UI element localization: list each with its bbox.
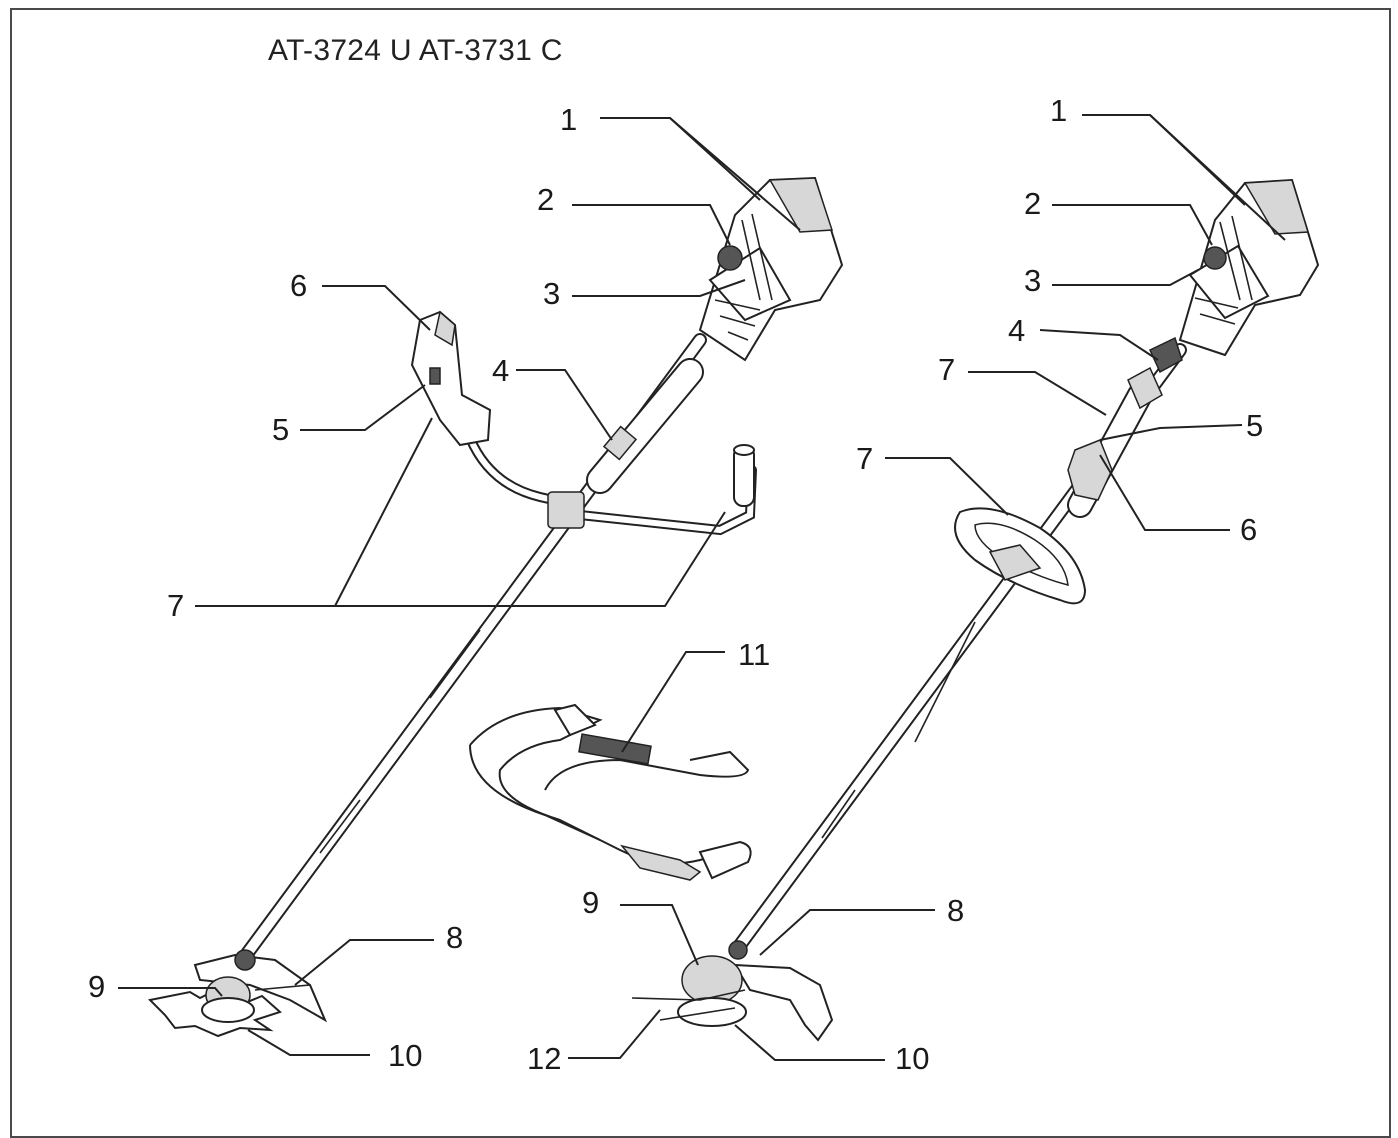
shoulder-strap	[469, 703, 752, 881]
callout-2-right: 2	[1024, 186, 1041, 221]
callout-labels: 1 2 3 4 5 6 7 8 9 10 1 2 3 4 5 6 7 7 8 9…	[88, 93, 1263, 1076]
callout-3-left: 3	[543, 276, 560, 311]
callout-2-left: 2	[537, 182, 554, 217]
leader-lines	[118, 114, 1286, 1061]
motor-housing-left	[698, 176, 844, 362]
loop-handle-right	[954, 507, 1087, 605]
callout-1-right: 1	[1050, 93, 1067, 128]
callout-5-right: 5	[1246, 408, 1263, 443]
right-trimmer	[631, 178, 1320, 1042]
callout-4-left: 4	[492, 353, 509, 388]
left-trimmer	[147, 176, 844, 1038]
motor-housing-right	[1178, 178, 1320, 357]
callout-10-right: 10	[895, 1041, 929, 1076]
callout-7-left: 7	[167, 588, 184, 623]
callout-7-right-lower: 7	[856, 441, 873, 476]
callout-8-left: 8	[446, 920, 463, 955]
callout-6-left: 6	[290, 268, 307, 303]
callout-4-right: 4	[1008, 313, 1025, 348]
strap-buckle-icon	[578, 733, 652, 765]
callout-9-left: 9	[88, 969, 105, 1004]
callout-6-right: 6	[1240, 512, 1257, 547]
lock-button-icon	[602, 425, 638, 461]
cutting-head-left	[147, 949, 328, 1038]
cutting-head-right	[631, 940, 834, 1042]
bike-handle-left	[410, 310, 757, 536]
callout-10-left: 10	[388, 1038, 422, 1073]
callout-11-strap: 11	[738, 637, 770, 672]
callout-9-right: 9	[582, 885, 599, 920]
callout-1-left: 1	[560, 102, 577, 137]
figure-title: AT-3724 U AT-3731 C	[268, 34, 563, 67]
callout-5-left: 5	[272, 412, 289, 447]
callout-3-right: 3	[1024, 263, 1041, 298]
callout-7-right-upper: 7	[938, 352, 955, 387]
callout-8-right: 8	[947, 893, 964, 928]
callout-12-right: 12	[527, 1041, 561, 1076]
